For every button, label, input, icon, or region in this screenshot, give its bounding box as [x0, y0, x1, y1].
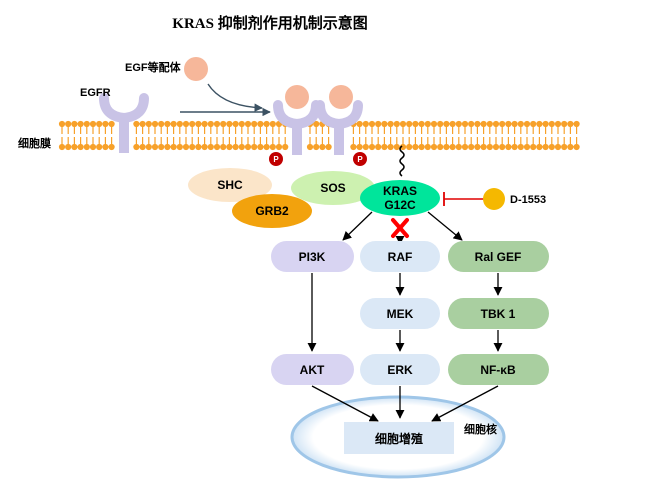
mek-node: [360, 298, 440, 329]
grb2-node: [232, 194, 312, 228]
erk-node: [360, 354, 440, 385]
egfr-receptor-unbound: [99, 93, 149, 153]
cell-membrane: [58, 120, 580, 151]
svg-text:P: P: [357, 155, 363, 164]
pi3k-node: [271, 241, 354, 272]
mek-label: MEK: [387, 307, 414, 321]
arrow-akt-proliferation: [311, 385, 379, 422]
raf-node: [360, 241, 440, 272]
egf-ligand-bound-2: [329, 85, 353, 109]
ral-gef-label: Ral GEF: [475, 250, 522, 264]
svg-text:P: P: [273, 155, 279, 164]
proliferation-box: [344, 422, 454, 454]
sos-label: SOS: [320, 181, 345, 195]
egfr-label: EGFR: [80, 87, 111, 99]
binding-arrow-curved: [207, 83, 263, 112]
pi3k-label: PI3K: [299, 250, 326, 264]
block-x-icon: [391, 218, 409, 238]
proliferation-label: 细胞增殖: [375, 431, 423, 446]
arrow-nfkb-proliferation: [431, 385, 499, 422]
kras-label-line2: G12C: [384, 198, 416, 212]
arrow-kras-pi3k: [342, 211, 373, 241]
erk-label: ERK: [387, 363, 413, 377]
egfr-dimer: [273, 100, 363, 155]
egf-ligand-bound-1: [285, 85, 309, 109]
ral-gef-node: [448, 241, 549, 272]
kras-label-line1: KRAS: [383, 184, 417, 198]
shc-node: [188, 168, 272, 202]
kras-membrane-anchor: [399, 145, 405, 177]
inhibitor-label: D-1553: [510, 194, 546, 206]
tbk1-label: TBK 1: [481, 307, 516, 321]
nfkb-node: [448, 354, 549, 385]
phosphate-right: P: [353, 152, 367, 166]
egf-ligand-free: [184, 57, 208, 81]
tbk1-node: [448, 298, 549, 329]
raf-label: RAF: [388, 250, 413, 264]
sos-node: [291, 171, 375, 205]
akt-node: [271, 354, 354, 385]
nfkb-label: NF-κB: [480, 363, 516, 377]
akt-label: AKT: [300, 363, 325, 377]
membrane-label: 细胞膜: [18, 136, 51, 150]
egf-ligand-label: EGF等配体: [125, 60, 182, 74]
diagram-title: KRAS 抑制剂作用机制示意图: [172, 14, 367, 32]
d1553-molecule: [483, 188, 505, 210]
nucleus-label: 细胞核: [464, 422, 497, 436]
arrow-kras-ralgef: [427, 211, 463, 241]
kras-g12c-node: [360, 180, 440, 216]
shc-label: SHC: [217, 178, 243, 192]
grb2-label: GRB2: [255, 204, 289, 218]
phosphate-left: P: [269, 152, 283, 166]
